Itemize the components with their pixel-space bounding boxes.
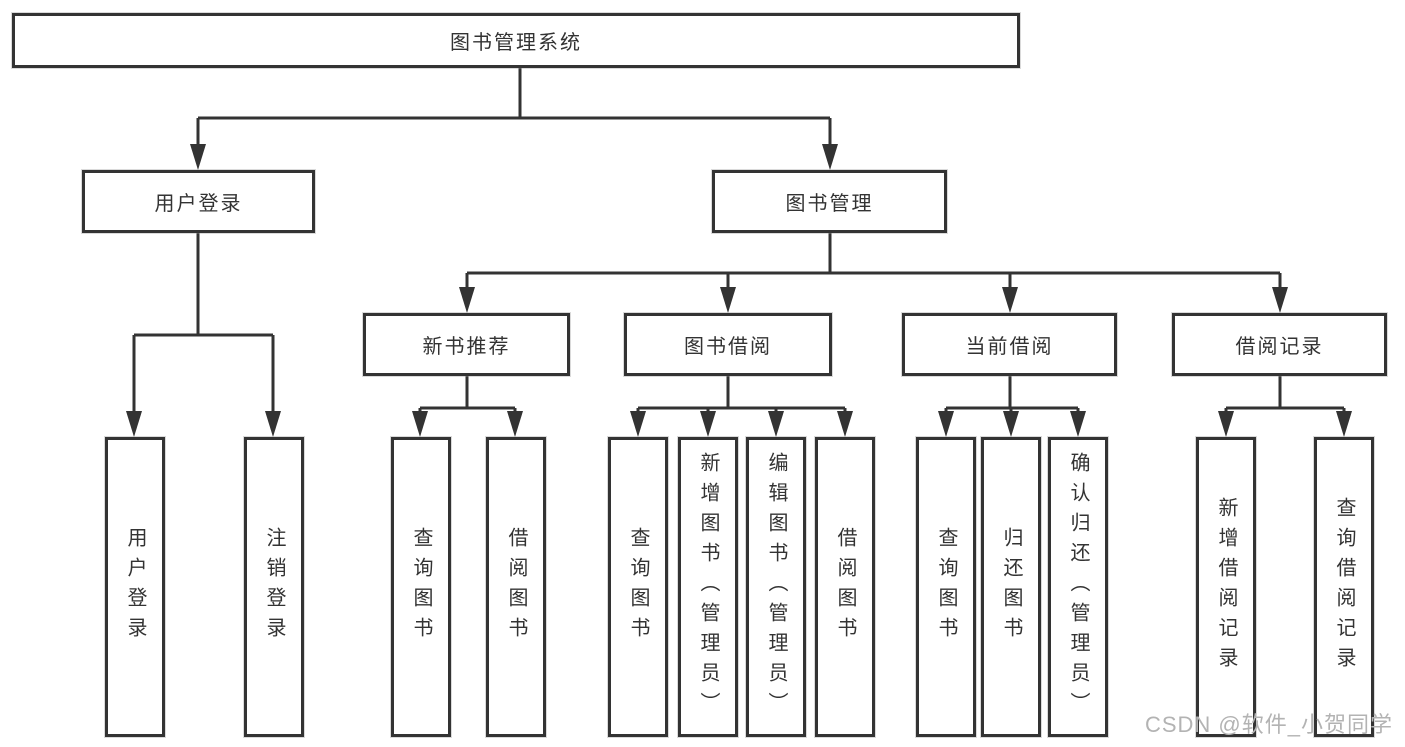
leaf-query-books-2: 查询图书 <box>608 437 668 737</box>
leaf-borrow-books-2: 借阅图书 <box>815 437 875 737</box>
node-label: 当前借阅 <box>965 336 1054 358</box>
node-label: 借阅记录 <box>1235 336 1324 358</box>
leaf-confirm-return-admin: 确认归还（管理员） <box>1048 437 1108 737</box>
leaf-label: 借阅图书 <box>505 527 527 647</box>
leaf-edit-books-admin: 编辑图书（管理员） <box>746 437 806 737</box>
node-label: 新书推荐 <box>422 336 511 358</box>
leaf-add-books-admin: 新增图书（管理员） <box>678 437 738 737</box>
node-borrow-records: 借阅记录 <box>1172 313 1387 376</box>
leaf-label: 查询图书 <box>410 527 432 647</box>
leaf-user-login: 用户登录 <box>105 437 165 737</box>
node-user-login: 用户登录 <box>82 170 315 233</box>
node-system-root: 图书管理系统 <box>12 13 1020 68</box>
leaf-borrow-books-1: 借阅图书 <box>486 437 546 737</box>
leaf-logout: 注销登录 <box>244 437 304 737</box>
node-new-book-recommend: 新书推荐 <box>363 313 570 376</box>
node-current-borrow: 当前借阅 <box>902 313 1117 376</box>
leaf-query-books-1: 查询图书 <box>391 437 451 737</box>
leaf-add-borrow-record: 新增借阅记录 <box>1196 437 1256 737</box>
leaf-label: 确认归还（管理员） <box>1067 452 1089 722</box>
leaf-label: 归还图书 <box>1000 527 1022 647</box>
leaf-label: 查询借阅记录 <box>1333 497 1355 677</box>
leaf-label: 用户登录 <box>124 527 146 647</box>
node-book-management: 图书管理 <box>712 170 947 233</box>
leaf-return-books: 归还图书 <box>981 437 1041 737</box>
node-label: 用户登录 <box>154 193 243 215</box>
leaf-label: 编辑图书（管理员） <box>765 452 787 722</box>
leaf-label: 查询图书 <box>935 527 957 647</box>
arrowheads <box>126 144 1352 437</box>
node-label: 图书管理 <box>785 193 874 215</box>
leaf-query-books-3: 查询图书 <box>916 437 976 737</box>
csdn-watermark: CSDN @软件_小贺同学 <box>1144 712 1393 737</box>
node-label: 图书管理系统 <box>450 32 582 54</box>
node-book-borrow: 图书借阅 <box>624 313 832 376</box>
node-label: 图书借阅 <box>684 336 772 358</box>
leaf-label: 新增图书（管理员） <box>697 452 719 722</box>
leaf-label: 注销登录 <box>263 527 285 647</box>
leaf-label: 借阅图书 <box>834 527 856 647</box>
leaf-query-borrow-record: 查询借阅记录 <box>1314 437 1374 737</box>
leaf-label: 新增借阅记录 <box>1215 497 1237 677</box>
leaf-label: 查询图书 <box>627 527 649 647</box>
